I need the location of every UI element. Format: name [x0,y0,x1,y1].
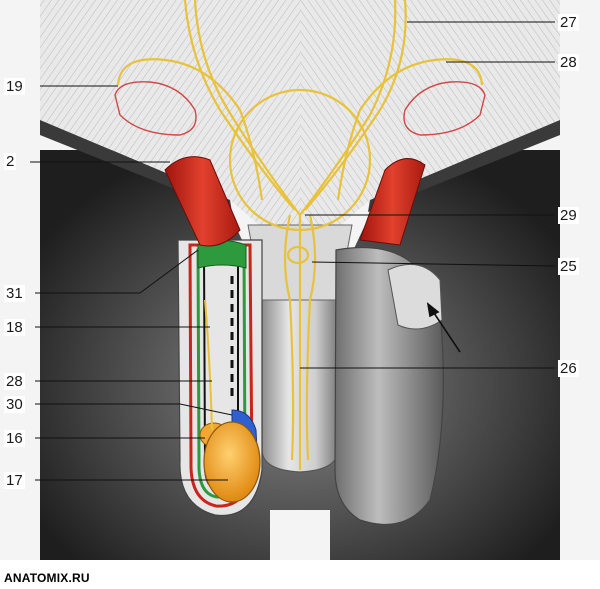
loop-19-right [403,81,486,136]
nerve-27 [304,0,407,211]
callout-right-28: 28 [558,54,579,71]
red-outline-loops [114,81,486,136]
callout-left-19: 19 [4,78,25,95]
leader-25 [311,261,556,267]
cremaster-left [164,156,241,247]
callout-left-31: 31 [4,285,25,302]
testis-left [203,421,261,503]
callout-left-28: 28 [4,373,25,390]
nerve-left-stem [183,0,296,211]
leader-lines [30,21,556,481]
nerve-loop-right [336,58,484,201]
callout-left-17: 17 [4,472,25,489]
site-watermark: ANATOMIX.RU [4,571,90,585]
nerve-network [116,0,484,470]
abdominal-wall-left-fibers [40,0,300,260]
loop-19-left [114,81,197,136]
nerve-ganglion-25 [286,245,310,265]
cremaster-right [359,158,426,246]
callout-left-2: 2 [4,153,17,170]
callout-right-29: 29 [558,207,579,224]
spermatic-cord-right-stump [387,263,443,330]
callout-left-18: 18 [4,319,25,336]
callout-right-25: 25 [558,258,579,275]
anatomical-illustration [0,0,600,575]
nerve-loop-left [116,58,264,201]
abdominal-wall-right-fibers [300,0,560,260]
callout-left-16: 16 [4,430,25,447]
pointer-arrow [426,302,461,353]
callout-left-30: 30 [4,396,25,413]
callout-right-27: 27 [558,14,579,31]
bottom-strip [0,560,600,575]
callout-right-26: 26 [558,360,579,377]
